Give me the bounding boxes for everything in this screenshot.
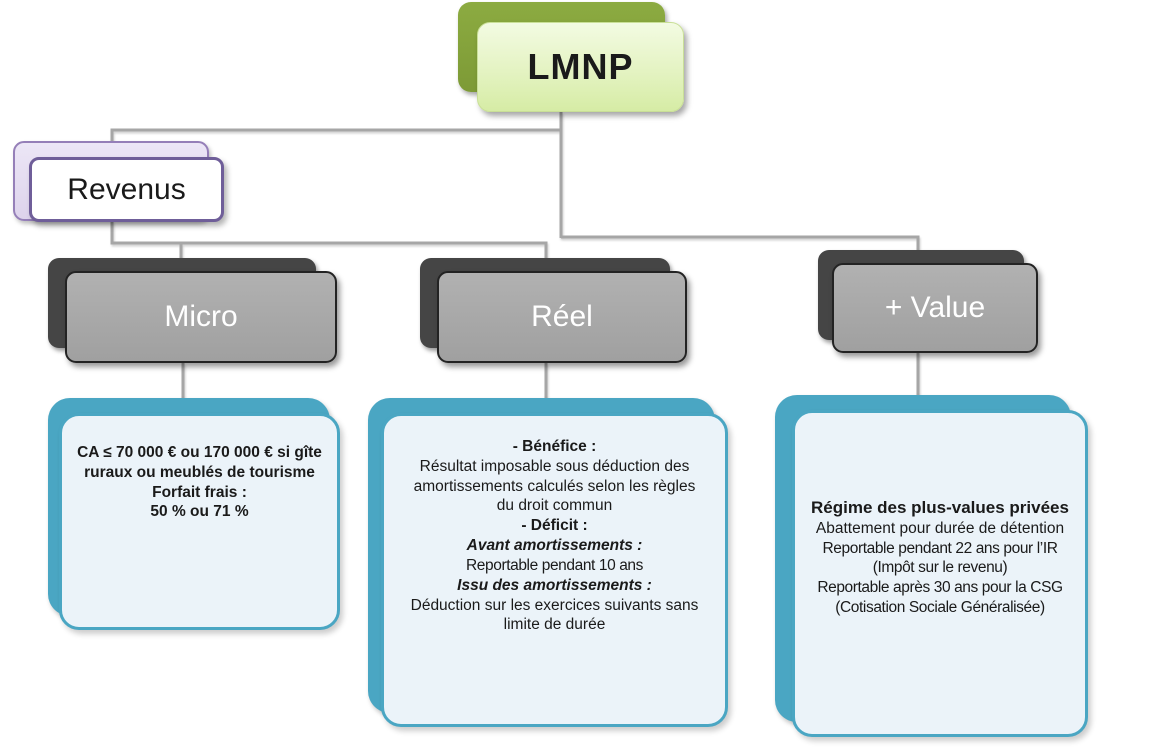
revenus-node-label: Revenus [67,172,186,206]
reel-detail-benefice-title: - Bénéfice : [512,438,597,455]
connector-root-to-value [561,235,920,255]
reel-node: Réel [437,271,687,363]
reel-node-label: Réel [531,300,593,333]
reel-detail-box: - Bénéfice : Résultat imposable sous déd… [381,413,728,727]
reel-detail-benefice-text: Résultat imposable sous déduction des am… [413,457,696,515]
plus-value-node-label: + Value [884,291,986,324]
plus-value-detail-csg-line1: Reportable après 30 ans pour la CSG [817,579,1063,597]
reel-detail-deficit-title: - Déficit : [521,517,588,535]
lmnp-node: LMNP [477,22,684,112]
micro-node-label: Micro [164,300,238,333]
plus-value-detail-abattement: Abattement pour durée de détention [815,519,1065,537]
plus-value-detail-ir-line1: Reportable pendant 22 ans pour l’IR [822,539,1058,557]
plus-value-detail-csg-line2: (Cotisation Sociale Généralisée) [835,599,1045,617]
micro-detail-forfait-title: Forfait frais : [152,483,247,501]
revenus-node: Revenus [29,157,224,222]
plus-value-node: + Value [832,263,1038,353]
connector-revenus-to-reel [110,221,548,261]
plus-value-detail-regime: Régime des plus-values privées [811,498,1069,517]
micro-detail-ca-threshold: CA ≤ 70 000 € ou 170 000 € si gîte rurau… [77,444,322,481]
plus-value-detail-box: Régime des plus-values privées Abattemen… [792,410,1088,737]
reel-detail-avant-title: Avant amortissements : [466,537,643,555]
reel-detail-avant-text: Reportable pendant 10 ans [465,556,643,574]
micro-detail-box: CA ≤ 70 000 € ou 170 000 € si gîte rurau… [59,413,340,630]
reel-detail-issu-text: Déduction sur les exercices suivants san… [410,596,699,634]
reel-detail-issu-title: Issu des amortissements : [457,576,652,594]
micro-node: Micro [65,271,337,363]
plus-value-detail-ir-line2: (Impôt sur le revenu) [872,559,1008,577]
micro-detail-forfait-rates: 50 % ou 71 % [150,503,249,521]
lmnp-node-label: LMNP [527,46,634,87]
